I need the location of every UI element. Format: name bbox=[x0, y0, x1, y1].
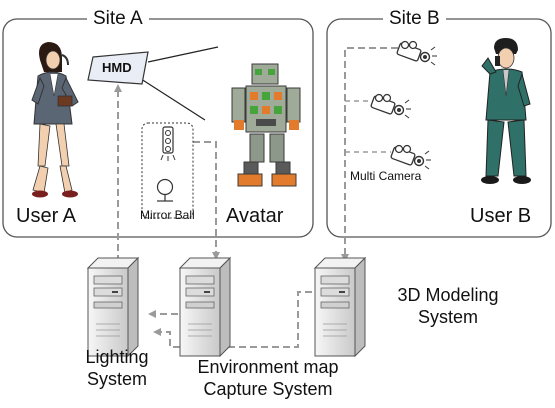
lighting-system-label-line2: System bbox=[86, 369, 147, 389]
lighting-system-label: Lighting System bbox=[62, 346, 172, 390]
site-a-title: Site A bbox=[87, 9, 149, 28]
user-b-figure bbox=[481, 38, 531, 184]
environment-map-label-line1: Environment map bbox=[197, 357, 339, 377]
user-a-label: User A bbox=[16, 205, 77, 227]
lighting-server-icon bbox=[87, 257, 139, 357]
modeling-system-label-line1: 3D Modeling bbox=[397, 285, 499, 305]
lighting-system-label-line1: Lighting bbox=[85, 347, 149, 367]
mirror-ball-to-capture-line bbox=[193, 141, 220, 260]
environment-map-label: Environment map Capture System bbox=[178, 356, 358, 400]
user-b-label: User B bbox=[470, 205, 532, 227]
mirror-ball-capture-box bbox=[141, 122, 194, 219]
site-b-title: Site B bbox=[383, 9, 446, 28]
small-camera-icon bbox=[160, 126, 176, 161]
avatar-label: Avatar bbox=[226, 205, 284, 227]
modeling-server-icon bbox=[314, 257, 366, 357]
capture-server-icon bbox=[179, 257, 231, 357]
hmd-icon bbox=[87, 51, 149, 85]
mirror-ball-icon bbox=[156, 178, 174, 202]
camera-icon-3 bbox=[389, 144, 432, 170]
hmd-view-line-bottom bbox=[137, 76, 206, 121]
camera-icon-1 bbox=[395, 40, 438, 66]
dashed-connections bbox=[114, 47, 398, 348]
cameras-to-modeling-line bbox=[341, 47, 398, 262]
hmd-label: HMD bbox=[102, 60, 132, 75]
hmd-view-line-top bbox=[147, 46, 219, 63]
multi-camera-label: Multi Camera bbox=[350, 169, 422, 183]
modeling-system-label-line2: System bbox=[417, 307, 478, 327]
user-a-figure bbox=[31, 42, 79, 198]
environment-map-label-line2: Capture System bbox=[203, 379, 333, 399]
modeling-system-label: 3D Modeling System bbox=[378, 284, 518, 328]
camera-icon-2 bbox=[369, 93, 412, 119]
mirror-ball-label: Mirror Ball bbox=[140, 208, 195, 222]
robot-avatar-icon bbox=[231, 63, 301, 187]
modeling-to-lighting-line bbox=[153, 291, 312, 348]
site-a-frame bbox=[2, 18, 314, 238]
